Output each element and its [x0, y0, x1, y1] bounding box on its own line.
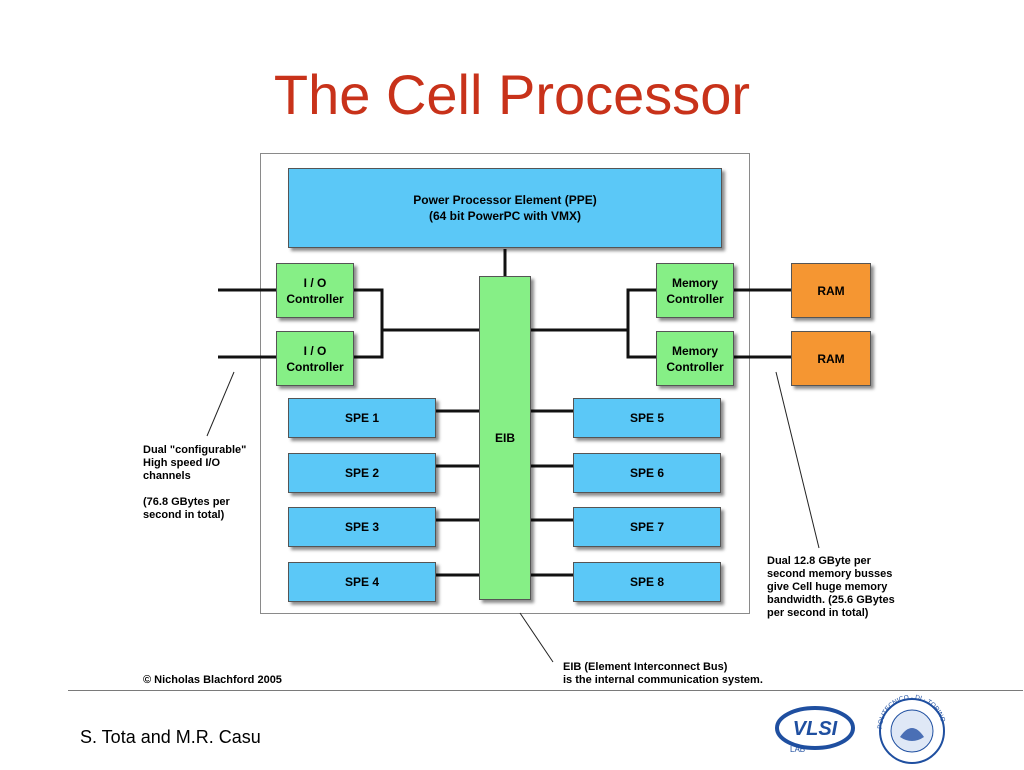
vlsi-lab-logo: VLSI LAB — [770, 700, 860, 758]
memory-controller-line2: Controller — [666, 359, 724, 374]
spe-block: SPE 2 — [288, 453, 436, 493]
io-controller-1: I / O Controller — [276, 263, 354, 318]
io-controller-line1: I / O — [303, 343, 327, 358]
spe-label: SPE 4 — [344, 575, 380, 589]
spe-block: SPE 7 — [573, 507, 721, 547]
io-controller-2: I / O Controller — [276, 331, 354, 386]
spe-label: SPE 6 — [629, 466, 665, 480]
spe-label: SPE 8 — [629, 575, 665, 589]
vlsi-logo-sub: LAB — [790, 745, 805, 754]
memory-controller-1: Memory Controller — [656, 263, 734, 318]
spe-label: SPE 7 — [629, 520, 665, 534]
ram-label: RAM — [817, 351, 845, 366]
spe-block: SPE 4 — [288, 562, 436, 602]
memory-controller-line2: Controller — [666, 291, 724, 306]
ram-block-2: RAM — [791, 331, 871, 386]
footer-divider — [68, 690, 1023, 691]
spe-label: SPE 5 — [629, 411, 665, 425]
slide-authors: S. Tota and M.R. Casu — [80, 727, 261, 747]
spe-label: SPE 2 — [344, 466, 380, 480]
spe-block: SPE 5 — [573, 398, 721, 438]
spe-label: SPE 1 — [344, 411, 380, 425]
spe-block: SPE 6 — [573, 453, 721, 493]
ram-label: RAM — [817, 283, 845, 298]
spe-label: SPE 3 — [344, 520, 380, 534]
ppe-subtitle: (64 bit PowerPC with VMX) — [428, 209, 581, 223]
io-channels-note: Dual "configurable" High speed I/O chann… — [143, 444, 247, 521]
memory-controller-line1: Memory — [671, 343, 718, 358]
ppe-block: Power Processor Element (PPE) (64 bit Po… — [288, 168, 722, 248]
spe-block: SPE 1 — [288, 398, 436, 438]
eib-block: EIB — [479, 276, 531, 600]
memory-controller-line1: Memory — [671, 275, 718, 290]
memory-bus-note: Dual 12.8 GByte per second memory busses… — [767, 555, 895, 619]
ppe-title: Power Processor Element (PPE) — [413, 193, 597, 207]
eib-note: EIB (Element Interconnect Bus) is the in… — [563, 661, 763, 686]
slide-title: The Cell Processor — [273, 63, 751, 126]
politecnico-seal: POLITECNICO · DI · TORINO — [872, 693, 952, 765]
io-controller-line2: Controller — [286, 359, 344, 374]
memory-controller-2: Memory Controller — [656, 331, 734, 386]
vlsi-logo-text: VLSI — [793, 718, 838, 740]
copyright-note: © Nicholas Blachford 2005 — [143, 674, 282, 686]
io-controller-line1: I / O — [303, 275, 327, 290]
ram-block-1: RAM — [791, 263, 871, 318]
spe-block: SPE 3 — [288, 507, 436, 547]
io-controller-line2: Controller — [286, 291, 344, 306]
eib-label: EIB — [494, 431, 515, 445]
spe-block: SPE 8 — [573, 562, 721, 602]
